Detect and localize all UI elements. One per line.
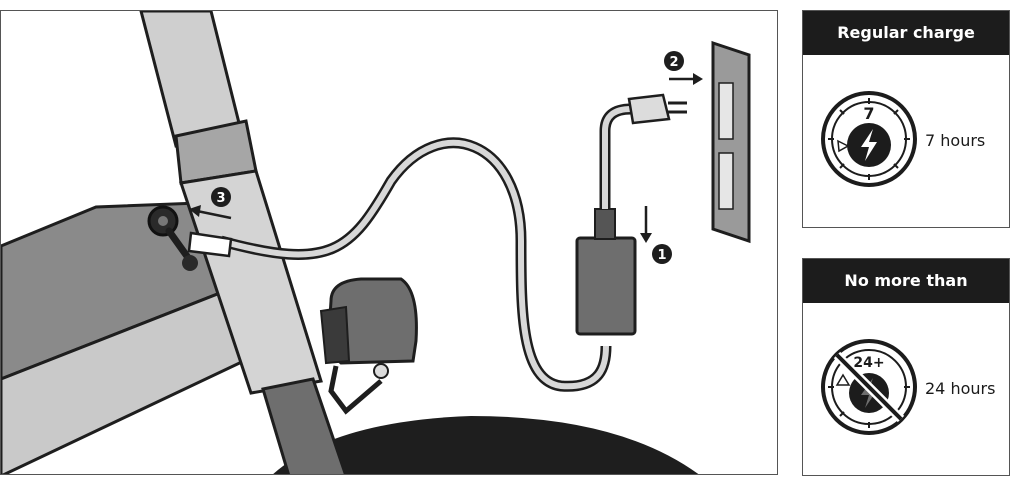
dial-number: 7	[863, 104, 874, 123]
max-duration-label: 24 hours	[925, 379, 996, 398]
charging-illustration: 1 2 3	[0, 10, 778, 475]
regular-charge-card: Regular charge 7 7 hours	[802, 10, 1010, 228]
charge-clock-icon: 7	[821, 91, 917, 187]
card-title: No more than	[803, 259, 1009, 303]
fork	[261, 377, 347, 474]
front-wheel	[273, 416, 699, 474]
step-1-number: 1	[657, 248, 666, 263]
wall-outlet	[711, 40, 751, 244]
charge-duration-label: 7 hours	[925, 131, 986, 150]
dial-number: 24+	[853, 355, 884, 371]
card-title: Regular charge	[803, 11, 1009, 55]
no-overcharge-icon: 24+	[821, 339, 917, 435]
ebike-charging-diagram: 1 2 3	[1, 11, 751, 474]
max-charge-card: No more than 24+ 24 hours	[802, 258, 1010, 476]
charging-port	[147, 205, 198, 271]
step-arrow-3	[196, 209, 232, 220]
wall-plug	[627, 93, 687, 125]
headlight	[319, 277, 418, 415]
power-adapter	[575, 236, 637, 336]
cable-connector	[187, 231, 233, 258]
step-2-number: 2	[669, 55, 678, 70]
step-3-number: 3	[216, 191, 225, 206]
stem	[179, 169, 323, 395]
